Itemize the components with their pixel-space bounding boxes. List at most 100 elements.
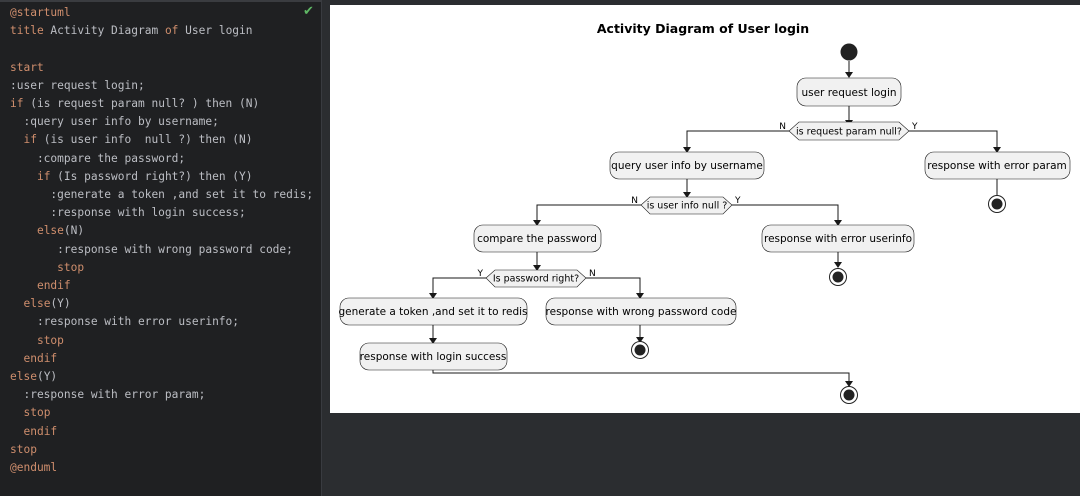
code-text: (is user info null ?) then (N): [36, 133, 253, 147]
code-line[interactable]: :compare the password;: [10, 150, 185, 168]
code-text: [10, 170, 37, 183]
code-keyword: else: [36, 224, 64, 238]
branch-label-y: Y: [911, 122, 918, 132]
action-label: response with error param: [927, 160, 1066, 172]
code-text: [10, 133, 23, 146]
code-text: [10, 406, 23, 419]
code-text: :response with error param;: [10, 388, 206, 402]
code-line[interactable]: endif: [10, 350, 57, 368]
stop-node-error-userinfo: [829, 268, 847, 286]
code-line[interactable]: if (Is password right?) then (Y): [10, 168, 253, 186]
code-keyword: stop: [10, 442, 37, 456]
stop-node-wrong-password: [631, 341, 649, 359]
code-keyword: @enduml: [10, 461, 58, 474]
code-line[interactable]: :response with login success;: [10, 204, 246, 222]
action-generate-token: [339, 297, 528, 326]
action-user-request-login: [796, 77, 902, 107]
decision-label: is request param null?: [796, 127, 902, 138]
code-text: User login: [178, 24, 253, 38]
code-line[interactable]: :response with wrong password code;: [10, 241, 293, 259]
code-text: :compare the password;: [10, 151, 186, 165]
action-label: user request login: [801, 87, 896, 99]
branch-label-y: Y: [477, 269, 484, 279]
code-text: [10, 352, 23, 365]
decision-label: Is password right?: [493, 274, 579, 285]
code-line[interactable]: @startuml: [10, 4, 71, 22]
code-keyword: else: [10, 370, 37, 383]
code-text: (Is password right?) then (Y): [50, 169, 253, 183]
action-label: compare the password: [477, 233, 597, 245]
code-line[interactable]: :response with error param;: [10, 386, 205, 404]
code-keyword: title: [10, 24, 44, 38]
code-keyword: if: [23, 133, 37, 147]
branch-label-n: N: [631, 196, 638, 206]
code-line[interactable]: :response with error userinfo;: [10, 313, 239, 331]
activity-diagram: Activity Diagram of User login: [338, 21, 1071, 404]
branch-label-n: N: [779, 122, 786, 132]
code-line[interactable]: else(Y): [10, 368, 57, 386]
code-keyword: endif: [23, 351, 58, 365]
action-label: response with login success: [360, 351, 507, 363]
checkmark-icon: ✔: [303, 4, 314, 19]
code-keyword: endif: [23, 424, 58, 438]
code-text: (is request param null? ) then (N): [23, 97, 260, 110]
code-text: (Y): [50, 297, 71, 311]
code-line[interactable]: @enduml: [10, 459, 57, 477]
code-line[interactable]: endif: [10, 423, 57, 441]
action-response-wrong-password: [545, 297, 737, 326]
code-text: (N): [63, 224, 85, 238]
code-line[interactable]: endif: [10, 277, 71, 295]
code-text: [10, 425, 23, 438]
code-keyword: if: [10, 97, 24, 110]
code-line[interactable]: else(N): [10, 222, 84, 240]
action-compare-password: [473, 224, 602, 253]
code-text: :user request login;: [10, 78, 145, 92]
action-label: generate a token ,and set it to redis: [338, 306, 527, 318]
code-keyword: stop: [36, 333, 64, 347]
code-text: :generate a token ,and set it to redis;: [10, 188, 314, 201]
code-keyword: if: [36, 169, 51, 183]
code-line[interactable]: stop: [10, 404, 50, 422]
code-line[interactable]: start: [10, 59, 44, 77]
code-line[interactable]: stop: [10, 259, 84, 277]
code-line[interactable]: if (is user info null ?) then (N): [10, 131, 253, 149]
code-text: :response with login success;: [10, 206, 246, 220]
code-keyword: stop: [57, 260, 85, 274]
code-line[interactable]: title Activity Diagram of User login: [10, 22, 253, 40]
action-label: response with error userinfo: [764, 233, 912, 245]
code-text: :response with error userinfo;: [10, 315, 240, 329]
code-line[interactable]: if (is request param null? ) then (N): [10, 95, 259, 113]
code-keyword: endif: [36, 279, 71, 292]
code-text: [10, 334, 37, 347]
code-editor[interactable]: @startuml title Activity Diagram of User …: [0, 0, 322, 496]
diagram-preview: Activity Diagram of User login: [330, 5, 1080, 413]
code-line[interactable]: :generate a token ,and set it to redis;: [10, 186, 313, 204]
action-query-user-info: [609, 151, 765, 180]
code-line[interactable]: stop: [10, 441, 37, 459]
start-node: [840, 43, 858, 61]
code-keyword: @startuml: [10, 6, 71, 19]
code-line[interactable]: :user request login;: [10, 77, 145, 95]
code-keyword: else: [23, 297, 51, 311]
branch-label-n: N: [589, 269, 596, 279]
decision-user-info-null: [640, 196, 733, 215]
action-response-error-userinfo: [761, 224, 915, 253]
editor-top-border: [0, 0, 322, 2]
action-label: query user info by username: [611, 160, 763, 172]
decision-password-right: [485, 269, 587, 288]
decision-request-param-null: [788, 121, 910, 141]
code-line[interactable]: :query user info by username;: [10, 113, 218, 131]
code-text: [10, 261, 57, 274]
code-text: [10, 224, 37, 237]
stop-node-error-param: [988, 195, 1006, 213]
code-keyword: of: [164, 24, 179, 38]
decision-label: is user info null ?: [647, 201, 728, 212]
code-line[interactable]: else(Y): [10, 295, 71, 313]
code-line[interactable]: stop: [10, 332, 64, 350]
action-response-error-param: [924, 151, 1071, 180]
code-keyword: start: [10, 60, 44, 74]
action-response-login-success: [359, 342, 508, 371]
branch-label-y: Y: [734, 196, 741, 206]
code-text: (Y): [36, 370, 58, 383]
code-text: [10, 279, 37, 292]
